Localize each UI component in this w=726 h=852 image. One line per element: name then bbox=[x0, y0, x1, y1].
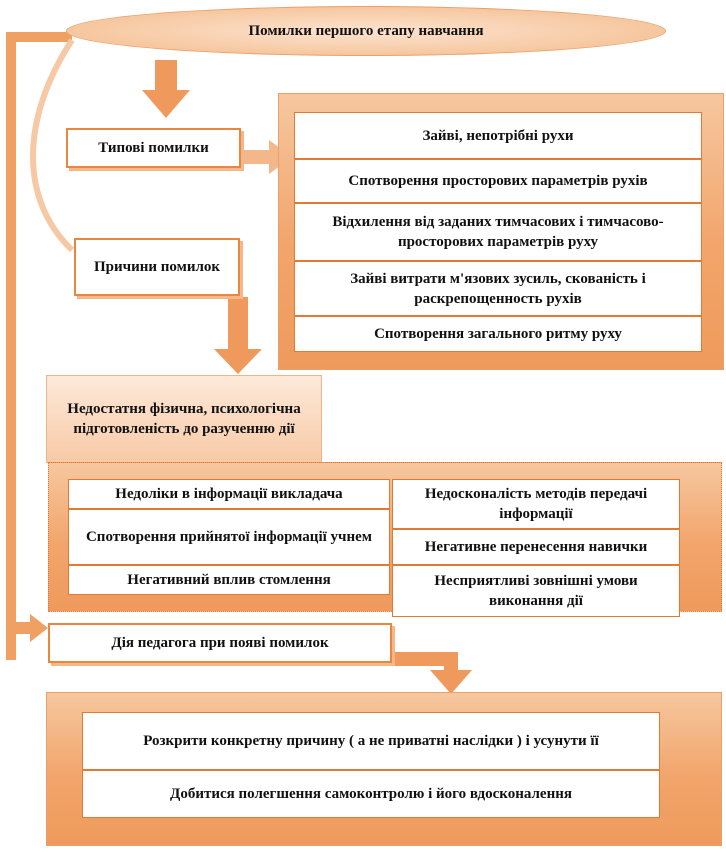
cause-item-right: Негативне перенесення навички bbox=[392, 529, 680, 565]
typical-error-item: Спотворення загального ритму руху bbox=[294, 316, 702, 352]
left-bracket-bar bbox=[6, 32, 16, 660]
causes-label-box: Причини помилок bbox=[74, 238, 240, 296]
curve-connector bbox=[30, 38, 75, 253]
actions-label-box: Дія педагога при появі помилок bbox=[48, 623, 392, 663]
typical-error-item: Зайві, непотрібні рухи bbox=[294, 112, 702, 159]
typical-error-item: Відхилення від заданих тимчасових і тимч… bbox=[294, 203, 702, 261]
action-item: Розкрити конкретну причину ( а не приват… bbox=[82, 712, 660, 770]
cause-item-left: Негативний вплив стомлення bbox=[68, 565, 390, 595]
typical-errors-label: Типові помилки bbox=[98, 140, 209, 156]
action-item: Добитися полегшення самоконтролю і його … bbox=[82, 770, 660, 818]
page-title: Помилки першого етапу навчання bbox=[248, 23, 484, 39]
cause-item-right: Недосконалість методів передачі інформац… bbox=[392, 479, 680, 529]
typical-error-item: Зайві витрати м'язових зусиль, скованіст… bbox=[294, 261, 702, 316]
main-cause-text: Недостатня фізична, психологічна підгото… bbox=[67, 401, 301, 437]
cause-item-left: Недоліки в інформації викладача bbox=[68, 479, 390, 509]
title-ellipse: Помилки першого етапу навчання bbox=[66, 6, 666, 56]
causes-label: Причини помилок bbox=[93, 259, 221, 275]
actions-label: Дія педагога при появі помилок bbox=[111, 635, 329, 651]
left-bracket-top bbox=[6, 32, 72, 42]
typical-error-item: Спотворення просторових параметрів рухів bbox=[294, 159, 702, 203]
cause-item-left: Спотворення прийнятої інформації учнем bbox=[68, 509, 390, 565]
arrow-title-to-typical bbox=[142, 60, 190, 118]
arrow-actions-to-items bbox=[392, 652, 472, 694]
typical-errors-label-box: Типові помилки bbox=[66, 128, 241, 168]
arrow-causes-to-main bbox=[214, 297, 262, 374]
cause-item-right: Несприятливі зовнішні умови виконання ді… bbox=[392, 565, 680, 617]
main-cause-box: Недостатня фізична, психологічна підгото… bbox=[46, 375, 322, 463]
arrow-to-actions bbox=[16, 614, 48, 642]
